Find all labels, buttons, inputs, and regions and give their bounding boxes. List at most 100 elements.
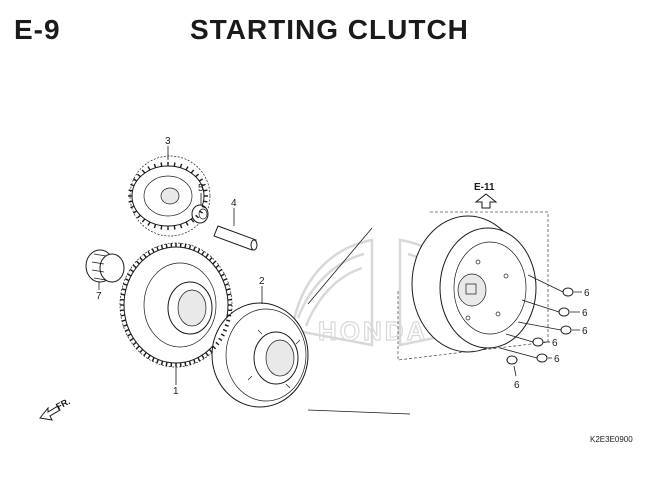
idle-gear-teeth-tooth — [195, 173, 200, 178]
callout-part-6f: 6 — [514, 380, 520, 391]
callout-part-6e: 6 — [554, 354, 560, 365]
driven-gear-teeth-tooth — [165, 243, 168, 249]
idle-gear-teeth-tooth — [130, 205, 135, 209]
driven-gear-teeth-tooth — [227, 293, 232, 296]
driven-gear-teeth-tooth — [160, 360, 164, 366]
front-arrow-icon — [39, 405, 61, 421]
driven-gear-teeth-tooth — [226, 288, 231, 291]
driven-gear-teeth-tooth — [201, 354, 205, 360]
callout-part-1: 1 — [173, 386, 179, 397]
driven-gear-teeth-tooth — [156, 246, 159, 251]
callout-part-5: 5 — [198, 183, 204, 194]
driven-gear-teeth-tooth — [120, 293, 125, 296]
driven-gear-teeth-tooth — [143, 253, 147, 258]
idle-gear-teeth-tooth — [141, 218, 146, 223]
driven-gear-teeth-tooth — [224, 324, 229, 327]
idle-gear-teeth-tooth — [190, 218, 195, 223]
driven-gear-teeth-tooth — [132, 341, 137, 346]
idle-gear-teeth-tooth — [201, 205, 206, 209]
idle-gear-teeth-tooth — [133, 210, 138, 214]
driven-gear-teeth-tooth — [129, 268, 134, 273]
idle-gear-teeth-tooth — [160, 225, 163, 230]
idle-gear-teeth-tooth — [203, 189, 208, 192]
driven-gear-teeth-tooth — [184, 361, 187, 367]
driven-gear-teeth-tooth — [127, 333, 132, 337]
idle-gear-teeth-tooth — [198, 210, 203, 214]
diagram-code: K2E3E0900 — [590, 435, 633, 444]
idle-gear-teeth-tooth — [201, 183, 206, 187]
bolt-a — [527, 274, 574, 297]
callout-part-2: 2 — [259, 276, 265, 287]
driven-gear-teeth-tooth — [212, 345, 217, 350]
driven-gear-teeth-tooth — [156, 359, 159, 364]
driven-gear-teeth-tooth — [218, 268, 223, 273]
driven-gear-teeth-tooth — [129, 337, 134, 342]
idle-gear-teeth-tooth — [153, 223, 157, 229]
driven-gear-teeth-tooth — [151, 357, 155, 362]
bolt-f — [506, 355, 518, 365]
driven-gear-teeth-tooth — [132, 264, 137, 269]
idle-gear-teeth-tooth — [141, 169, 146, 174]
driven-gear-teeth-tooth — [212, 260, 217, 265]
reference-label: E-11 — [474, 182, 495, 193]
driven-gear-teeth-tooth — [123, 283, 128, 286]
driven-gear-teeth-tooth — [205, 352, 209, 357]
idle-gear-teeth-tooth — [203, 200, 208, 203]
driven-gear-teeth-tooth — [184, 243, 187, 249]
driven-gear-teeth-tooth — [227, 314, 232, 317]
bolt-e — [499, 347, 548, 363]
bolt-b — [521, 299, 570, 317]
idle-gear-teeth-tooth — [195, 214, 200, 219]
driven-gear-teeth-tooth — [197, 357, 201, 362]
driven-gear-teeth-tooth — [201, 250, 205, 256]
driven-gear-teeth-tooth — [123, 324, 128, 327]
idle-gear-teeth-tooth — [179, 223, 183, 229]
callout-part-7: 7 — [96, 291, 102, 302]
idle-gear-teeth-tooth — [160, 162, 163, 167]
driven-gear-teeth-tooth — [135, 345, 140, 350]
driven-gear-teeth-tooth — [226, 319, 231, 322]
page-title: STARTING CLUTCH — [190, 14, 469, 45]
driven-gear-teeth-tooth — [205, 253, 209, 258]
idle-gear-teeth-tooth — [147, 221, 151, 226]
idle-gear-teeth-tooth — [136, 173, 141, 178]
driven-gear-teeth-tooth — [143, 352, 147, 357]
idle-gear-teeth-tooth — [128, 189, 133, 192]
bolt-c — [517, 321, 572, 335]
driven-gear-teeth-tooth — [188, 244, 192, 250]
driven-gear-teeth-tooth — [160, 244, 164, 250]
driven-gear-teeth-tooth — [220, 333, 225, 337]
idle-gear-teeth-tooth — [198, 178, 203, 182]
bolt-d — [505, 333, 544, 347]
flywheel — [411, 215, 537, 353]
driven-gear-teeth-tooth — [208, 257, 213, 262]
part-3-idle-gear — [129, 155, 211, 237]
driven-gear-teeth-tooth — [165, 361, 168, 367]
idle-gear-teeth-tooth — [136, 214, 141, 219]
callout-part-6c: 6 — [582, 326, 588, 337]
idle-gear-teeth-tooth — [190, 169, 195, 174]
part-4-shaft — [213, 225, 258, 251]
driven-gear-teeth-tooth — [147, 250, 151, 256]
driven-gear-teeth-tooth — [193, 359, 196, 364]
driven-gear-teeth-tooth — [151, 248, 155, 253]
idle-gear-teeth-tooth — [153, 163, 157, 169]
front-direction-marker: FR. — [39, 396, 72, 421]
driven-gear-teeth-tooth — [139, 257, 144, 262]
callout-part-6a: 6 — [584, 288, 590, 299]
driven-gear-teeth-tooth — [147, 354, 151, 360]
idle-gear-teeth-tooth — [173, 162, 176, 167]
driven-gear-teeth-tooth — [120, 314, 125, 317]
driven-gear-teeth-tooth — [124, 328, 130, 332]
driven-gear-teeth-tooth — [139, 348, 144, 353]
driven-gear-teeth-tooth — [208, 348, 213, 353]
driven-gear-teeth-tooth — [124, 278, 130, 282]
driven-gear-teeth-tooth — [218, 337, 223, 342]
idle-gear-teeth-tooth — [130, 183, 135, 187]
part-7-needle-bearing — [85, 249, 125, 283]
driven-gear-teeth-tooth — [222, 328, 228, 332]
driven-gear-teeth-tooth — [215, 341, 220, 346]
driven-gear-teeth-tooth — [127, 273, 132, 277]
idle-gear-teeth-tooth — [133, 178, 138, 182]
